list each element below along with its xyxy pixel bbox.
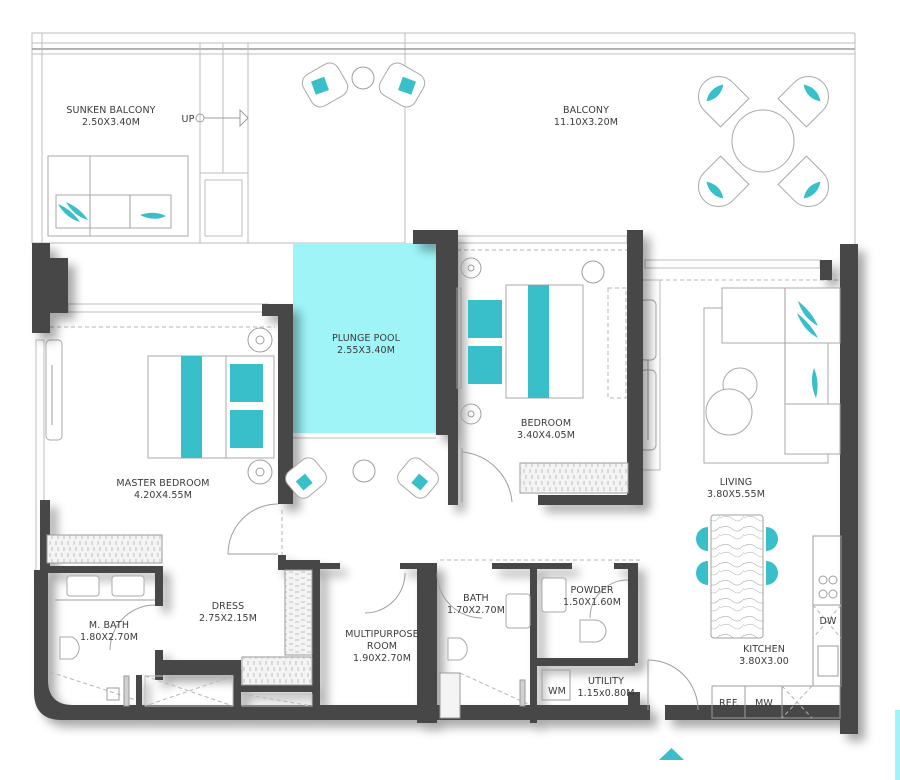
multipurpose-size: 1.90X2.70M [353, 653, 411, 664]
bath-name: BATH [463, 593, 489, 604]
kitchen-island [696, 514, 778, 639]
master-bed [147, 327, 279, 555]
master-bedroom-name: MASTER BEDROOM [116, 478, 209, 489]
sunken-balcony-name: SUNKEN BALCONY [66, 105, 155, 116]
master-bedroom-size: 4.20X4.55M [134, 490, 192, 501]
walls [32, 230, 858, 734]
living-size: 3.80X5.55M [707, 489, 765, 500]
utility-size: 1.15x0.80M [577, 688, 634, 699]
dress-size: 2.75X2.15M [199, 613, 257, 624]
powder-name: POWDER [570, 585, 613, 596]
stair-up-label: UP [182, 114, 195, 125]
balcony-dining-set [697, 75, 830, 208]
bedroom-name: BEDROOM [521, 418, 571, 429]
bedroom-bed [456, 257, 627, 503]
dishwasher-label: DW [820, 616, 837, 627]
microwave-label: MW [755, 698, 773, 709]
powder-size: 1.50X1.60M [563, 597, 621, 608]
m-bath-name: M. BATH [89, 620, 129, 631]
room-labels: SUNKEN BALCONY 2.50X3.40M UP BALCONY 11.… [66, 105, 837, 709]
balcony-lounge-chairs [301, 62, 426, 108]
living-sofa-set [703, 287, 841, 464]
balcony-outline [31, 32, 856, 244]
m-bath-size: 1.80X2.70M [80, 632, 138, 643]
plunge-pool [293, 243, 436, 433]
multipurpose-name-2: ROOM [367, 641, 397, 652]
kitchen-size: 3.80X3.00 [739, 656, 789, 667]
balcony-size: 11.10X3.20M [554, 117, 618, 128]
sunken-balcony-size: 2.50X3.40M [82, 117, 140, 128]
washing-machine-label: WM [548, 686, 566, 697]
sunken-balcony-sofa [47, 155, 189, 237]
entrance-triangle-icon [659, 748, 684, 760]
bath-fixtures [364, 572, 629, 719]
master-bath-fixtures [49, 575, 156, 707]
living-name: LIVING [720, 477, 752, 488]
storage-closets [144, 675, 313, 707]
kitchen-name: KITCHEN [743, 644, 785, 655]
plunge-pool-name: PLUNGE POOL [332, 333, 401, 344]
edge-accent [895, 710, 900, 780]
kitchen-counters [647, 535, 842, 719]
plunge-pool-size: 2.55X3.40M [337, 345, 395, 356]
refrigerator-label: REF. [719, 698, 739, 709]
multipurpose-name-1: MULTIPURPOSE [345, 629, 418, 640]
balcony-name: BALCONY [563, 105, 609, 116]
dress-name: DRESS [212, 601, 244, 612]
pool-deck-chairs [285, 457, 439, 499]
bedroom-size: 3.40X4.05M [517, 430, 575, 441]
bath-size: 1.70X2.70M [447, 605, 505, 616]
utility-name: UTILITY [588, 676, 624, 687]
